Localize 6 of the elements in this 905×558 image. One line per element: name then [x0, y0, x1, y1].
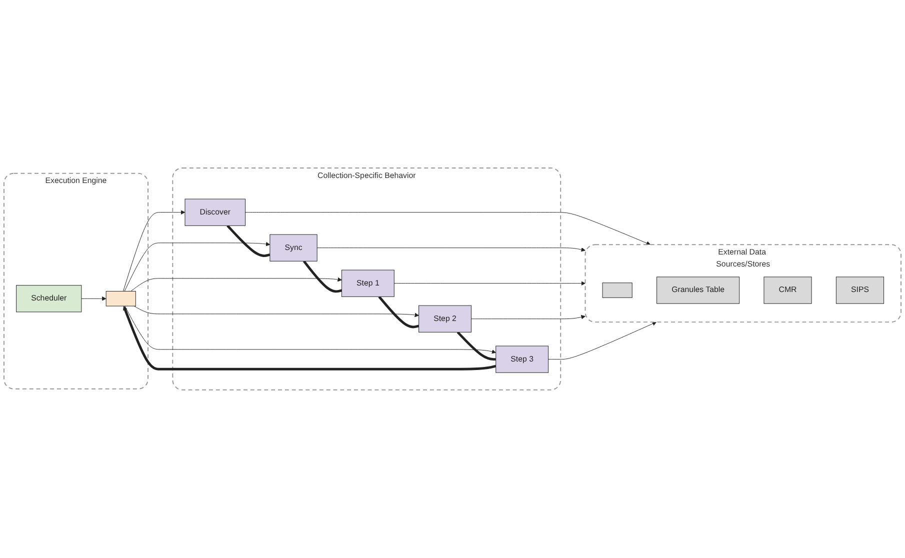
- connector: [226, 224, 270, 258]
- node-box: [602, 282, 632, 298]
- connector: [302, 260, 342, 293]
- connector: [456, 331, 496, 361]
- connector: [378, 296, 420, 328]
- node-box: [106, 291, 136, 306]
